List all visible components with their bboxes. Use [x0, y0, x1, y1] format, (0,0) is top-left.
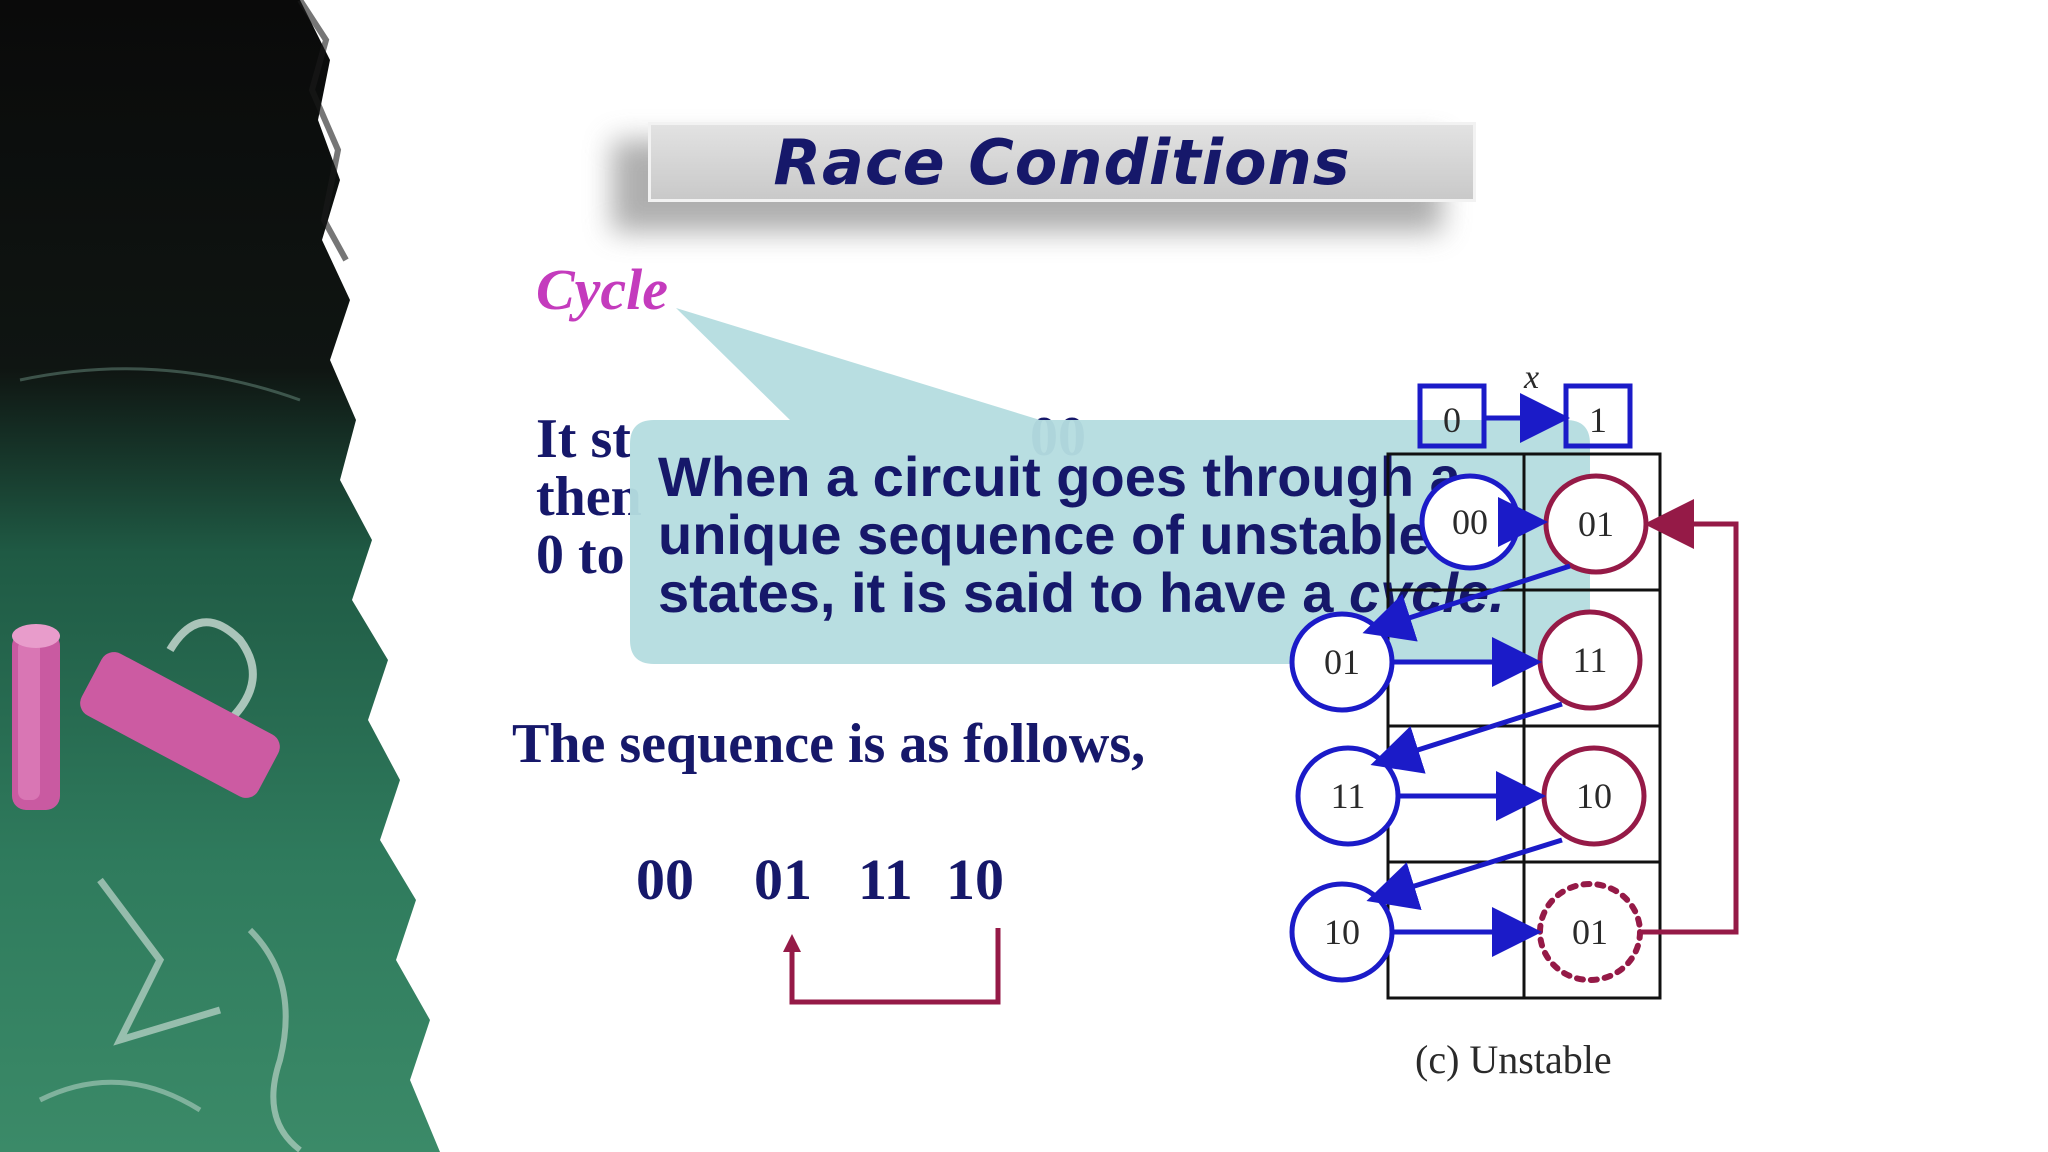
state-label-left: 00: [1452, 502, 1488, 542]
transition-arrow: [1370, 701, 1563, 774]
sequence-label: The sequence is as follows,: [512, 713, 1146, 775]
transition-arrow: [1362, 563, 1571, 642]
state-label-right: 01: [1578, 504, 1614, 544]
state-grid: [1386, 452, 1662, 1000]
title-banner: Race Conditions: [648, 122, 1476, 202]
state-label-left: 10: [1324, 912, 1360, 952]
callout-line: unique sequence of unstable: [658, 503, 1430, 566]
sequence-state: 11: [858, 847, 913, 912]
paragraph-line: 0 to: [536, 524, 625, 586]
state-label-right: 11: [1573, 640, 1608, 680]
input-value-0: 0: [1443, 400, 1461, 440]
input-value-1: 1: [1589, 400, 1607, 440]
sequence-state: 00: [636, 847, 694, 912]
page-title: Race Conditions: [773, 125, 1351, 199]
pink-chalk-icon: [12, 624, 280, 810]
state-label-right: 01: [1572, 912, 1608, 952]
state-label-left: 01: [1324, 642, 1360, 682]
state-label-right: 10: [1576, 776, 1612, 816]
state-label-left: 11: [1331, 776, 1366, 816]
paragraph: It st then 0 to: [536, 410, 642, 584]
callout-line: When a circuit goes through a: [658, 445, 1461, 508]
cycle-loop-arrow: [1642, 499, 1739, 935]
diagram-caption: (c) Unstable: [1415, 1037, 1612, 1082]
paragraph-line: then: [536, 466, 642, 528]
transition-arrow: [1366, 837, 1563, 910]
sequence-state: 01: [754, 847, 812, 912]
sequence-state: 10: [946, 847, 1004, 912]
callout-line3-text: states, it is said to have a: [658, 561, 1349, 624]
input-variable-label: x: [1523, 359, 1539, 396]
callout-text: When a circuit goes through a unique seq…: [658, 448, 1578, 622]
paragraph-line: It st: [536, 408, 631, 470]
section-heading: Cycle: [536, 257, 669, 322]
chalkboard-image: [0, 0, 440, 1152]
